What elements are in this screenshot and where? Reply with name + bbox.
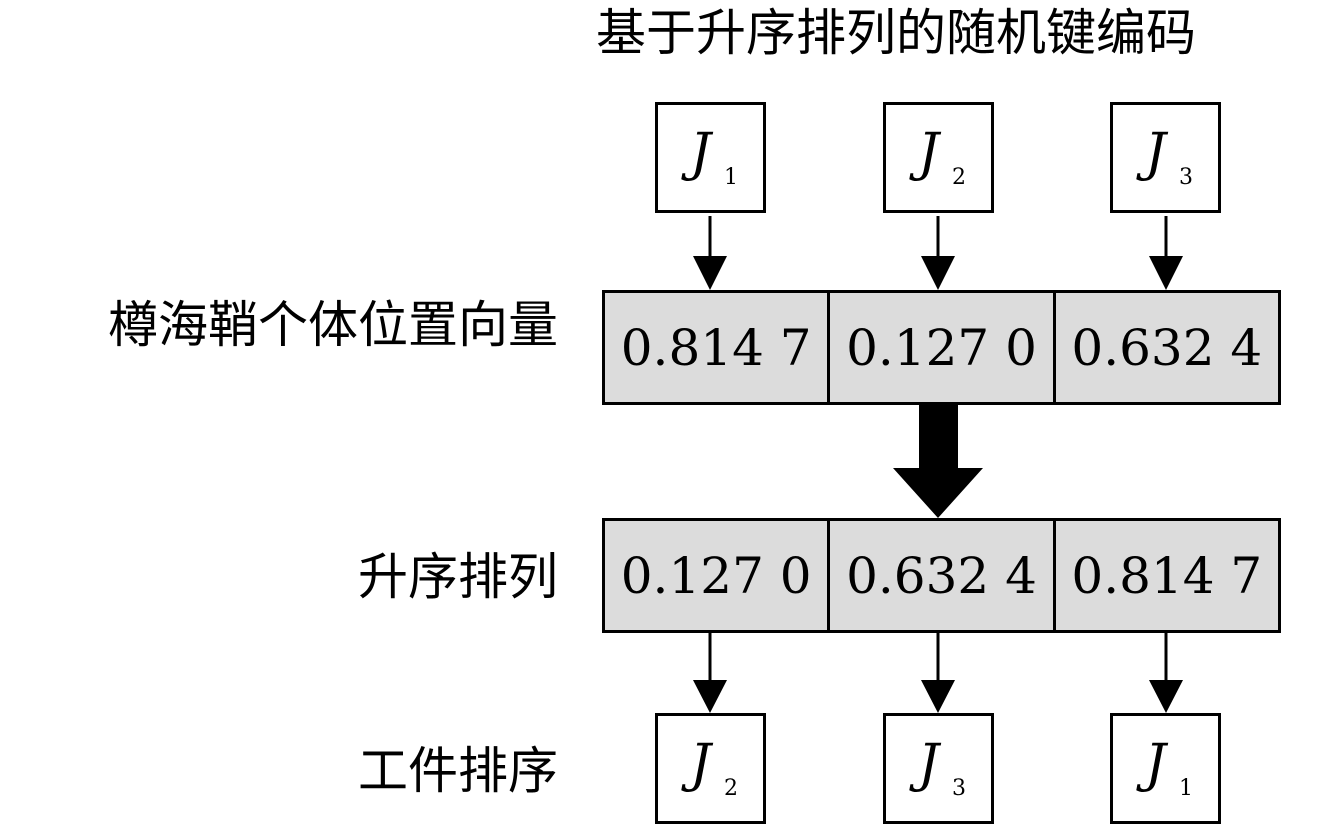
arrow-down-4 [693, 633, 727, 713]
top-job-box-2: J 2 [883, 102, 994, 213]
label-ascending-sort: 升序排列 [358, 548, 558, 606]
job-letter: J [1145, 734, 1166, 794]
job-subscript: 2 [952, 165, 966, 190]
position-value-cell-2: 0.127 0 [827, 293, 1052, 402]
job-letter: J [918, 123, 939, 183]
arrow-down-1 [693, 216, 727, 290]
job-subscript: 1 [724, 165, 738, 190]
job-letter: J [1145, 123, 1166, 183]
sorted-value-cell-2: 0.632 4 [827, 521, 1052, 630]
top-job-box-1: J 1 [655, 102, 766, 213]
position-vector-row: 0.814 7 0.127 0 0.632 4 [602, 290, 1281, 405]
sorted-value-cell-3: 0.814 7 [1052, 521, 1278, 630]
job-subscript: 3 [1179, 165, 1193, 190]
job-letter: J [918, 734, 939, 794]
sorted-value-cell-1: 0.127 0 [620, 546, 812, 605]
position-value-cell-1: 0.814 7 [620, 318, 812, 377]
arrow-down-3 [1149, 216, 1183, 290]
arrow-down-5 [921, 633, 955, 713]
sorted-values-row: 0.127 0 0.632 4 0.814 7 [602, 518, 1281, 633]
job-subscript: 3 [952, 776, 966, 801]
bottom-job-box-1: J 2 [655, 713, 766, 824]
arrow-down-2 [921, 216, 955, 290]
job-subscript: 1 [1179, 776, 1193, 801]
job-subscript: 2 [724, 776, 738, 801]
bottom-job-box-2: J 3 [883, 713, 994, 824]
bottom-job-box-3: J 1 [1110, 713, 1221, 824]
label-position-vector: 樽海鞘个体位置向量 [108, 296, 558, 354]
position-value-cell-3: 0.632 4 [1052, 293, 1278, 402]
sort-arrow [893, 405, 983, 518]
diagram-title: 基于升序排列的随机键编码 [596, 4, 1196, 62]
arrow-down-6 [1149, 633, 1183, 713]
job-letter: J [690, 734, 711, 794]
label-job-order: 工件排序 [358, 742, 558, 800]
job-letter: J [690, 123, 711, 183]
top-job-box-3: J 3 [1110, 102, 1221, 213]
